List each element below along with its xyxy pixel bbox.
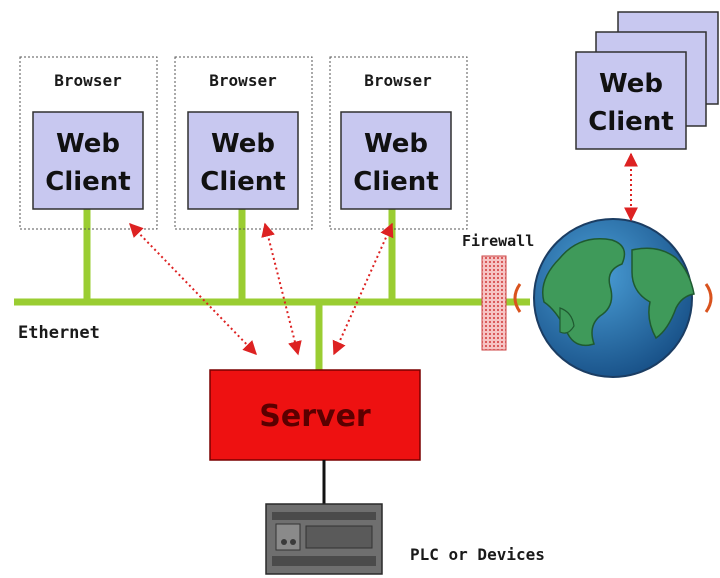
- internet-globe: [513, 218, 713, 378]
- ethernet-label: Ethernet: [18, 323, 100, 343]
- remote-web-client-line1: Web: [599, 69, 663, 99]
- browser-frame-3: Browser Web Client: [329, 56, 468, 230]
- plc-device: [265, 503, 383, 575]
- server-box: [209, 369, 421, 461]
- arrow-client1-server: [129, 222, 257, 356]
- remote-web-client-box: [575, 51, 687, 150]
- browser-label-3: Browser: [364, 71, 431, 90]
- web-client-box-1: [32, 111, 144, 210]
- web-client-2-line2: Client: [200, 167, 285, 197]
- web-client-box-2: [187, 111, 299, 210]
- plc-label: PLC or Devices: [410, 545, 545, 564]
- browser-label-2: Browser: [209, 71, 276, 90]
- web-client-2-line1: Web: [211, 129, 275, 159]
- browser-label-1: Browser: [54, 71, 121, 90]
- firewall-label: Firewall: [462, 232, 534, 250]
- browser-frame-2: Browser Web Client: [174, 56, 313, 230]
- firewall: [481, 255, 507, 351]
- web-client-3-line2: Client: [353, 167, 438, 197]
- web-client-1-line2: Client: [45, 167, 130, 197]
- remote-web-client-stack: Web Client: [575, 11, 719, 150]
- web-client-box-3: [340, 111, 452, 210]
- web-client-1-line1: Web: [56, 129, 120, 159]
- server-label: Server: [259, 399, 371, 434]
- web-client-3-line1: Web: [364, 129, 428, 159]
- remote-web-client-line2: Client: [588, 107, 673, 137]
- arrow-client2-server: [261, 222, 302, 356]
- arrow-client3-server: [332, 222, 394, 356]
- browser-frame-1: Browser Web Client: [19, 56, 158, 230]
